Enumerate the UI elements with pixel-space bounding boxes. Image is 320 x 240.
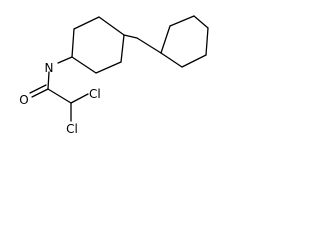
bond bbox=[95, 61, 122, 74]
bond bbox=[70, 93, 89, 104]
cyclohexyl-ring bbox=[160, 15, 209, 68]
dichloromethyl-group bbox=[70, 93, 89, 122]
methylene-linker bbox=[123, 34, 162, 54]
bond bbox=[120, 34, 125, 63]
bond bbox=[71, 28, 75, 58]
oxygen-atom-label: O bbox=[19, 93, 28, 107]
bond bbox=[160, 52, 183, 68]
bond bbox=[160, 25, 171, 54]
bond bbox=[98, 16, 125, 36]
bond bbox=[193, 15, 209, 29]
bond bbox=[181, 54, 207, 68]
nitrogen-atom-label: N bbox=[45, 61, 54, 75]
bond bbox=[169, 15, 195, 27]
bond bbox=[47, 88, 72, 104]
structure-canvas: N O Cl Cl bbox=[0, 0, 221, 149]
bond bbox=[73, 16, 100, 30]
bond bbox=[57, 56, 73, 64]
amide-group bbox=[29, 56, 73, 104]
chlorine-atom-label-lower: Cl bbox=[66, 122, 78, 136]
chlorine-atom-label-upper: Cl bbox=[89, 87, 101, 101]
double-bond-line bbox=[29, 84, 47, 94]
bond bbox=[123, 34, 138, 39]
bond bbox=[47, 71, 50, 90]
bond bbox=[71, 56, 97, 74]
chemical-structure-drawing: N O Cl Cl bbox=[19, 15, 209, 136]
bond bbox=[136, 37, 162, 54]
bond bbox=[205, 27, 209, 56]
double-bond-line bbox=[31, 88, 49, 98]
cyclohexane-ring bbox=[71, 16, 125, 74]
